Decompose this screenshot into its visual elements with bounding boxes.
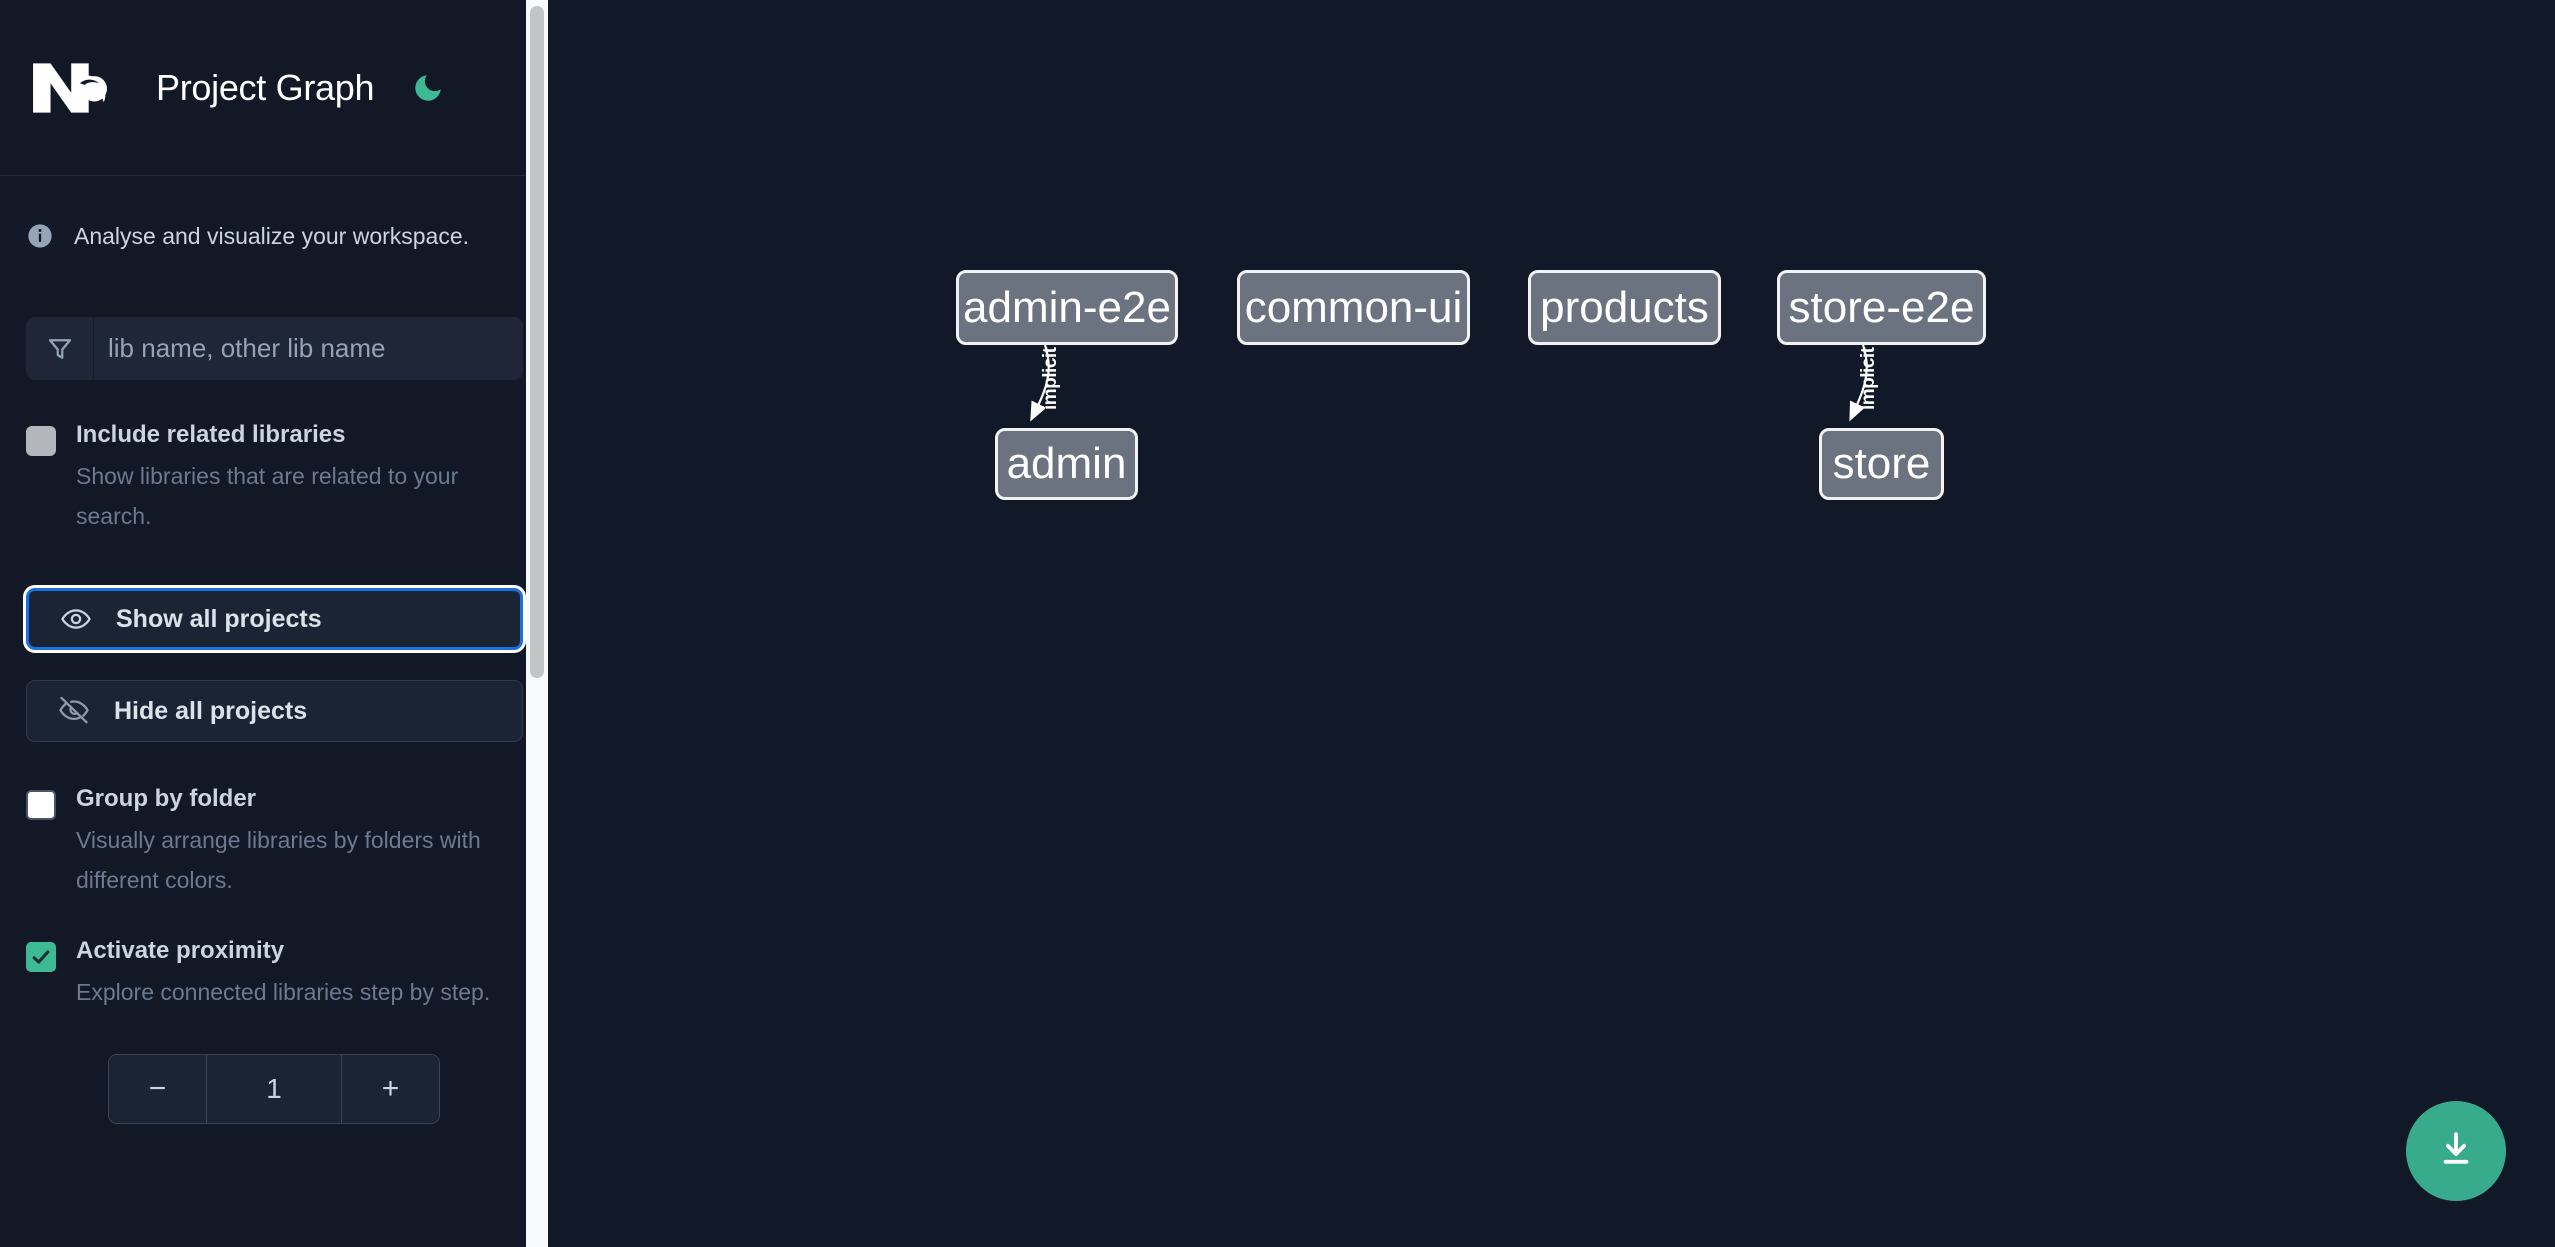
checkbox-include-related-libraries[interactable] bbox=[26, 426, 56, 456]
option-text: Include related libraries Show libraries… bbox=[76, 420, 514, 536]
graph-node-label: common-ui bbox=[1244, 282, 1463, 332]
page-title: Project Graph bbox=[156, 66, 375, 108]
eye-off-icon bbox=[57, 694, 91, 728]
checkbox-group-by-folder[interactable] bbox=[26, 790, 56, 820]
graph-node-store[interactable]: store bbox=[1819, 428, 1944, 500]
option-group-by-folder[interactable]: Group by folder Visually arrange librari… bbox=[0, 784, 548, 900]
proximity-decrement-button[interactable]: − bbox=[109, 1055, 206, 1123]
proximity-value: 1 bbox=[206, 1055, 342, 1123]
option-label: Group by folder bbox=[76, 785, 256, 812]
hide-all-projects-label: Hide all projects bbox=[114, 696, 308, 725]
option-description: Explore connected libraries step by step… bbox=[76, 979, 491, 1005]
sidebar-scrollbar-thumb[interactable] bbox=[530, 6, 544, 678]
checkbox-activate-proximity[interactable] bbox=[26, 942, 56, 972]
graph-node-store-e2e[interactable]: store-e2e bbox=[1777, 270, 1986, 345]
search-input[interactable] bbox=[94, 317, 523, 380]
edge-label-implicit-admin: implicit bbox=[1040, 347, 1061, 410]
graph-node-admin-e2e[interactable]: admin-e2e bbox=[956, 270, 1178, 345]
info-icon bbox=[26, 222, 54, 250]
graph-node-label: store-e2e bbox=[1788, 282, 1975, 332]
graph-node-label: admin bbox=[1006, 439, 1127, 488]
edge-label-implicit-store: implicit bbox=[1858, 347, 1879, 410]
option-label: Activate proximity bbox=[76, 937, 285, 964]
project-graph-canvas[interactable]: implicit implicit admin-e2e common-ui pr… bbox=[548, 0, 2555, 1247]
workspace-tagline: Analyse and visualize your workspace. bbox=[0, 176, 548, 250]
show-all-projects-label: Show all projects bbox=[116, 604, 322, 633]
edge-store-e2e-to-store bbox=[1851, 344, 1868, 418]
graph-edges bbox=[548, 344, 1868, 1247]
option-description: Visually arrange libraries by folders wi… bbox=[76, 827, 481, 893]
graph-node-common-ui[interactable]: common-ui bbox=[1237, 270, 1470, 345]
sidebar-body: Analyse and visualize your workspace. In… bbox=[0, 176, 548, 1124]
graph-node-label: store bbox=[1832, 439, 1931, 488]
filter-field[interactable] bbox=[26, 317, 523, 380]
graph-node-label: products bbox=[1540, 282, 1709, 332]
moon-icon[interactable] bbox=[408, 68, 448, 108]
graph-node-products[interactable]: products bbox=[1528, 270, 1721, 345]
option-text: Activate proximity Explore connected lib… bbox=[76, 936, 490, 1012]
sidebar: Project Graph Analyse and visualize your… bbox=[0, 0, 548, 1247]
eye-icon bbox=[59, 602, 93, 636]
graph-node-label: admin-e2e bbox=[963, 282, 1171, 332]
proximity-stepper[interactable]: − 1 + bbox=[108, 1054, 440, 1124]
sidebar-scrollbar[interactable] bbox=[526, 0, 548, 1247]
download-icon bbox=[2435, 1128, 2477, 1175]
hide-all-projects-button[interactable]: Hide all projects bbox=[26, 680, 523, 742]
edge-admin-e2e-to-admin bbox=[1032, 344, 1050, 418]
download-button[interactable] bbox=[2406, 1101, 2506, 1201]
sidebar-header: Project Graph bbox=[0, 0, 548, 176]
option-label: Include related libraries bbox=[76, 421, 346, 448]
show-all-projects-button[interactable]: Show all projects bbox=[26, 588, 523, 650]
funnel-icon bbox=[26, 317, 94, 380]
tagline-text: Analyse and visualize your workspace. bbox=[74, 222, 470, 249]
nx-logo-icon bbox=[24, 57, 120, 119]
option-activate-proximity[interactable]: Activate proximity Explore connected lib… bbox=[0, 936, 548, 1012]
option-include-related-libraries[interactable]: Include related libraries Show libraries… bbox=[0, 420, 548, 536]
option-description: Show libraries that are related to your … bbox=[76, 463, 459, 529]
graph-node-admin[interactable]: admin bbox=[995, 428, 1138, 500]
option-text: Group by folder Visually arrange librari… bbox=[76, 784, 514, 900]
proximity-increment-button[interactable]: + bbox=[342, 1055, 439, 1123]
